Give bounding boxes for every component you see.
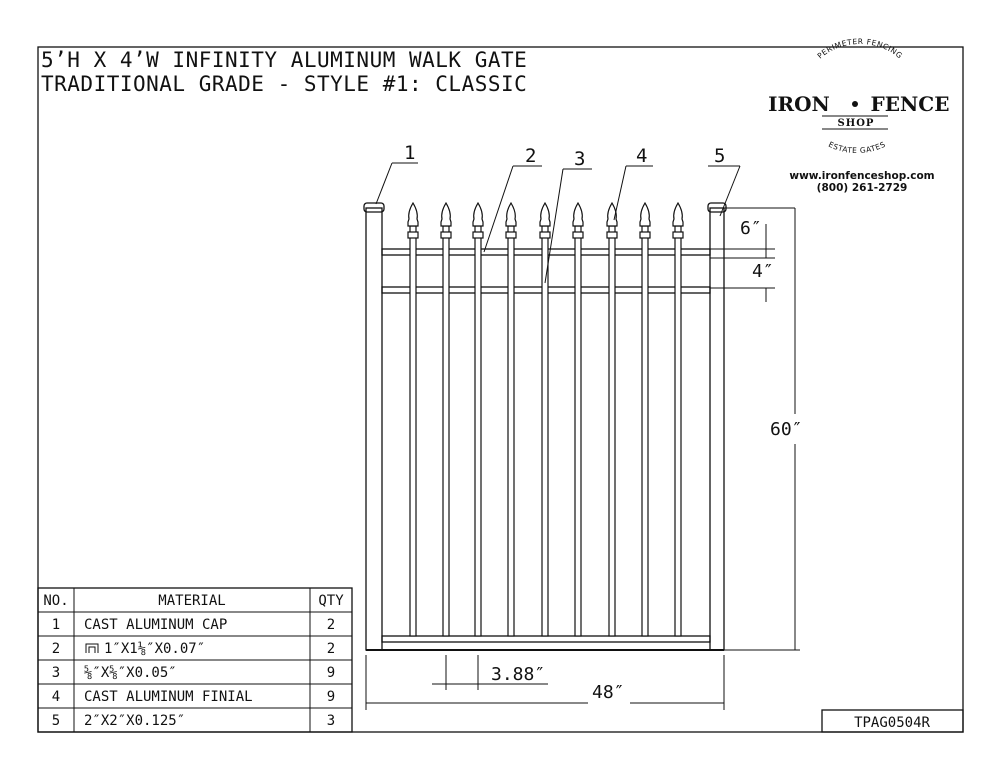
- table-header-qty: QTY: [318, 593, 344, 609]
- table-row-4-no: 4: [52, 689, 60, 705]
- dim-width: 48″: [592, 682, 625, 703]
- finial-collar-7: [606, 231, 618, 239]
- finial-7: [606, 201, 618, 227]
- title-line-2: TRADITIONAL GRADE - STYLE #1: CLASSIC: [41, 72, 527, 96]
- picket-8: [641, 225, 649, 637]
- finial-4: [505, 201, 517, 227]
- finial-5: [539, 201, 551, 227]
- company-logo: PERIMETER FENCING IRON FENCE SHOP ESTATE…: [768, 37, 949, 194]
- pickets-group: [407, 201, 684, 637]
- materials-table: NO. MATERIAL QTY 1 CAST ALUMINUM CAP 2 2…: [37, 587, 353, 733]
- finial-1: [407, 201, 419, 227]
- finial-collar-3: [472, 231, 484, 239]
- dim-picket-spacing: 3.88″: [491, 664, 545, 685]
- table-row-5-qty: 3: [327, 713, 335, 729]
- channel-profile-icon: [85, 643, 99, 653]
- dim-rail-spacing: 4″: [752, 261, 774, 282]
- finial-collar-8: [639, 231, 651, 239]
- logo-arc-bottom: ESTATE GATES: [827, 140, 887, 155]
- table-row-3-material: ⅝″X⅝″X0.05″: [84, 665, 177, 681]
- table-row-1-qty: 2: [327, 617, 335, 633]
- dim-finial-height: 6″: [740, 218, 762, 239]
- gate-frame: [363, 201, 727, 651]
- logo-website: www.ironfenceshop.com: [789, 170, 934, 182]
- finial-2: [440, 201, 452, 227]
- callout-4: 4: [636, 145, 647, 167]
- finial-collar-5: [539, 231, 551, 239]
- table-row-1-material: CAST ALUMINUM CAP: [84, 617, 227, 633]
- logo-name-right: FENCE: [871, 92, 950, 116]
- left-post: [365, 207, 383, 651]
- callouts: 1 2 3 4 5: [375, 142, 741, 284]
- finial-3: [472, 201, 484, 227]
- finial-6: [572, 201, 584, 227]
- picket-5: [541, 225, 549, 637]
- table-header-material: MATERIAL: [158, 593, 225, 609]
- table-row-3-no: 3: [52, 665, 60, 681]
- table-header-no: NO.: [43, 593, 68, 609]
- callout-1: 1: [404, 142, 415, 164]
- finial-8: [639, 201, 651, 227]
- title-line-1: 5’H X 4’W INFINITY ALUMINUM WALK GATE: [41, 48, 527, 72]
- bottom-rail: [381, 635, 711, 643]
- table-row-5-material: 2″X2″X0.125″: [84, 713, 185, 729]
- table-row-2-qty: 2: [327, 641, 335, 657]
- callout-3: 3: [574, 148, 585, 170]
- drawing-number-box: [821, 709, 964, 733]
- callout-2: 2: [525, 145, 536, 167]
- right-post: [709, 207, 725, 651]
- logo-name-left: IRON: [768, 92, 830, 116]
- picket-6: [574, 225, 582, 637]
- picket-4: [507, 225, 515, 637]
- finial-collar-6: [572, 231, 584, 239]
- dimensions: 6″ 4″ 60″ 3.88″ 48″: [365, 207, 803, 710]
- table-row-4-qty: 9: [327, 689, 335, 705]
- left-post-cap: [363, 202, 385, 213]
- table-row-2-material: 1″X1⅛″X0.07″: [104, 641, 205, 657]
- picket-2: [442, 225, 450, 637]
- dim-height: 60″: [770, 419, 803, 440]
- table-row-4-material: CAST ALUMINUM FINIAL: [84, 689, 253, 705]
- picket-7: [608, 225, 616, 637]
- finial-collar-2: [440, 231, 452, 239]
- finial-collar-1: [407, 231, 419, 239]
- picket-1: [409, 225, 417, 637]
- table-row-5-no: 5: [52, 713, 60, 729]
- table-row-2-no: 2: [52, 641, 60, 657]
- picket-3: [474, 225, 482, 637]
- logo-shop: SHOP: [838, 118, 875, 129]
- table-row-3-qty: 9: [327, 665, 335, 681]
- finial-collar-9: [672, 231, 684, 239]
- picket-9: [674, 225, 682, 637]
- logo-phone: (800) 261-2729: [817, 182, 908, 194]
- callout-5: 5: [714, 145, 725, 167]
- logo-dot: [852, 101, 858, 107]
- finial-9: [672, 201, 684, 227]
- drawing-number: TPAG0504R: [854, 715, 930, 731]
- table-row-1-no: 1: [52, 617, 60, 633]
- finial-collar-4: [505, 231, 517, 239]
- sheet-border: [37, 46, 964, 733]
- logo-arc-top: PERIMETER FENCING: [816, 37, 905, 60]
